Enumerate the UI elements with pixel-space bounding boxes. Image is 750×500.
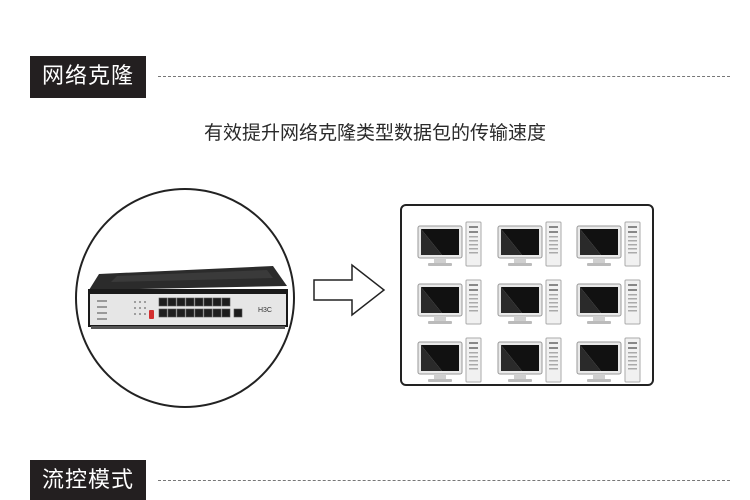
switch-brand-label: H3C xyxy=(258,307,272,314)
clone-description: 有效提升网络克隆类型数据包的传输速度 xyxy=(203,122,546,144)
section-header-flow-control: 流控模式 xyxy=(30,460,730,500)
computer-icon xyxy=(416,336,484,388)
right-arrow-icon xyxy=(312,262,388,318)
computer-icon xyxy=(496,336,564,388)
network-pcs-panel xyxy=(400,204,654,386)
section-title: 网络克隆 xyxy=(30,56,147,98)
section-divider xyxy=(158,480,730,481)
computer-icon xyxy=(575,336,643,388)
section-title: 流控模式 xyxy=(30,460,147,500)
computer-icon xyxy=(416,278,484,330)
computer-icon xyxy=(575,220,643,272)
computer-icon xyxy=(496,278,564,330)
computer-icon xyxy=(496,220,564,272)
switch-illustration: H3C xyxy=(75,188,295,408)
section-header-clone: 网络克隆 xyxy=(30,56,730,98)
network-switch-icon: H3C xyxy=(88,266,288,329)
computer-icon xyxy=(575,278,643,330)
section-divider xyxy=(158,76,730,77)
computer-icon xyxy=(416,220,484,272)
